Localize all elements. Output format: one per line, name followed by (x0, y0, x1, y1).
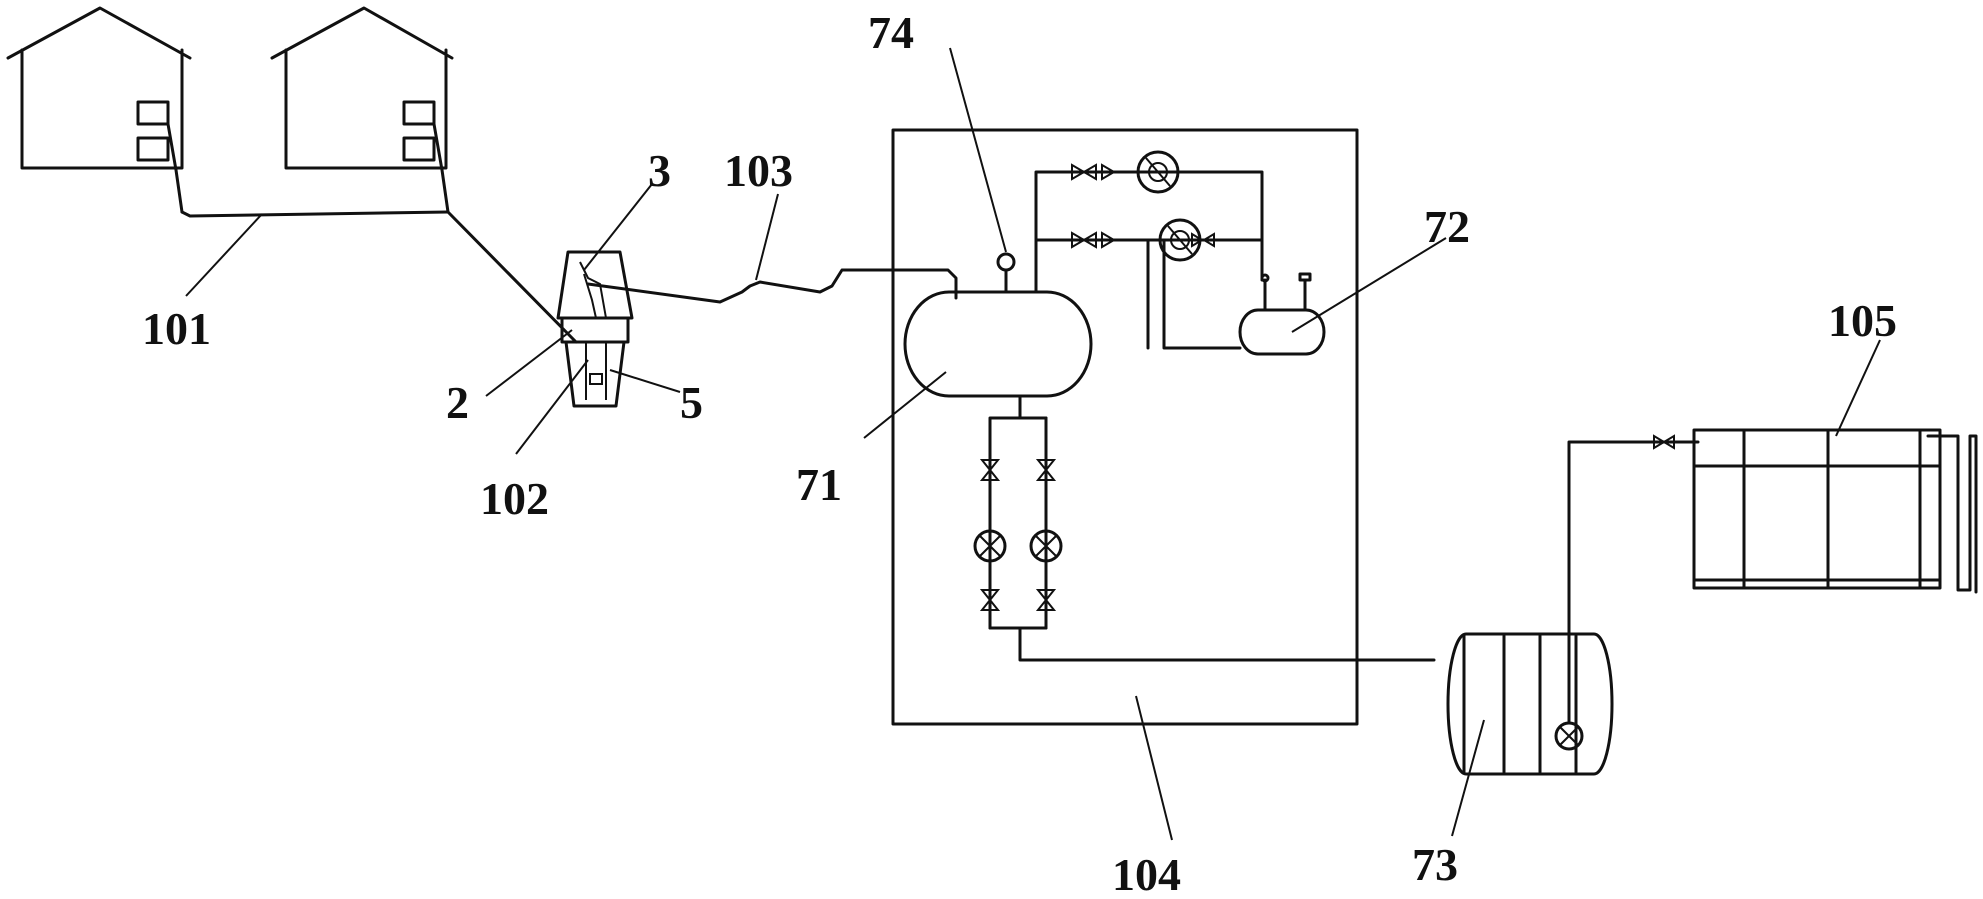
blower-piping (1034, 163, 1264, 350)
label-5: 5 (680, 377, 703, 428)
vessel-71 (903, 290, 1093, 398)
label-102: 102 (480, 473, 549, 524)
label-101: 101 (142, 303, 211, 354)
tank-73 (1446, 632, 1614, 776)
blower-pump-upper (1136, 150, 1180, 194)
drain-valves-right (1035, 459, 1057, 611)
blower-pump-lower (1158, 218, 1202, 262)
label-71: 71 (796, 459, 842, 510)
label-103: 103 (724, 145, 793, 196)
flow-meter-left (973, 529, 1007, 563)
label-104: 104 (1112, 849, 1181, 899)
label-2: 2 (446, 377, 469, 428)
flow-meter-right (1029, 529, 1063, 563)
label-74: 74 (868, 7, 914, 58)
label-73: 73 (1412, 839, 1458, 890)
unit-105 (1692, 428, 1978, 594)
house-left (6, 6, 192, 214)
leader-lines (185, 47, 1881, 841)
gauge-74 (996, 252, 1016, 294)
house-right (270, 6, 454, 214)
pipe-house-to-tank (446, 210, 578, 344)
pipe-to-105 (1567, 440, 1700, 725)
enclosure-104 (891, 128, 1359, 726)
label-105: 105 (1828, 295, 1897, 346)
drain-lines (988, 394, 1436, 662)
label-72: 72 (1424, 201, 1470, 252)
pipe-103 (586, 268, 958, 304)
septic-tank-102 (556, 250, 634, 408)
vessel-72 (1238, 272, 1326, 356)
label-3: 3 (648, 145, 671, 196)
pipe-101 (180, 210, 450, 218)
drain-valves-left (979, 459, 1001, 611)
